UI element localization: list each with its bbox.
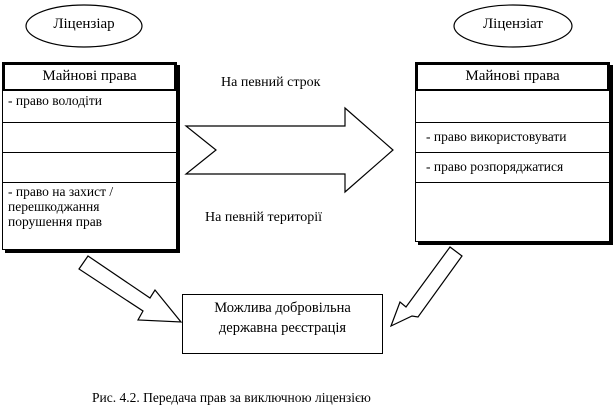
licensee-rights-header: Майнові права <box>416 63 609 91</box>
licensee-row-4 <box>416 182 609 241</box>
licensee-row-3: - право розпоряджатися <box>416 152 609 182</box>
licensee-row-1 <box>416 92 609 122</box>
term-label: На певний строк <box>221 75 321 90</box>
territory-label: На певній території <box>205 210 323 225</box>
registration-box: Можлива добровільна державна реєстрація <box>182 294 383 354</box>
licensee-title: Ліцензіат <box>483 16 543 32</box>
licensee-oval <box>453 4 573 48</box>
licensor-row-2 <box>3 122 176 152</box>
figure-caption: Рис. 4.2. Передача прав за виключною ліц… <box>92 390 371 405</box>
licensee-row-3-text: - право розпоряджатися <box>426 159 564 174</box>
registration-line-1: Можлива добровільна <box>214 300 351 316</box>
licensee-rights-table: Майнові права - право використовувати - … <box>415 62 610 242</box>
transfer-arrow <box>184 106 394 194</box>
licensor-rights-header: Майнові права <box>3 63 176 91</box>
licensor-row-4-text: - право на захист / перешкоджання поруше… <box>8 184 114 229</box>
licensee-row-2: - право використовувати <box>416 122 609 152</box>
registration-line-2: державна реєстрація <box>218 320 347 336</box>
licensor-oval <box>25 4 143 48</box>
licensor-row-1: - право володіти <box>3 92 176 122</box>
licensor-to-registration-arrow <box>78 255 183 323</box>
licensor-row-1-text: - право володіти <box>8 93 102 108</box>
licensor-rights-table: Майнові права - право володіти - право н… <box>2 62 177 250</box>
licensor-row-4: - право на захист / перешкоджання поруше… <box>3 182 176 249</box>
licensee-to-registration-arrow <box>389 246 463 328</box>
licensee-row-2-text: - право використовувати <box>426 129 567 144</box>
licensor-title: Ліцензіар <box>53 16 115 32</box>
licensor-row-3 <box>3 152 176 182</box>
